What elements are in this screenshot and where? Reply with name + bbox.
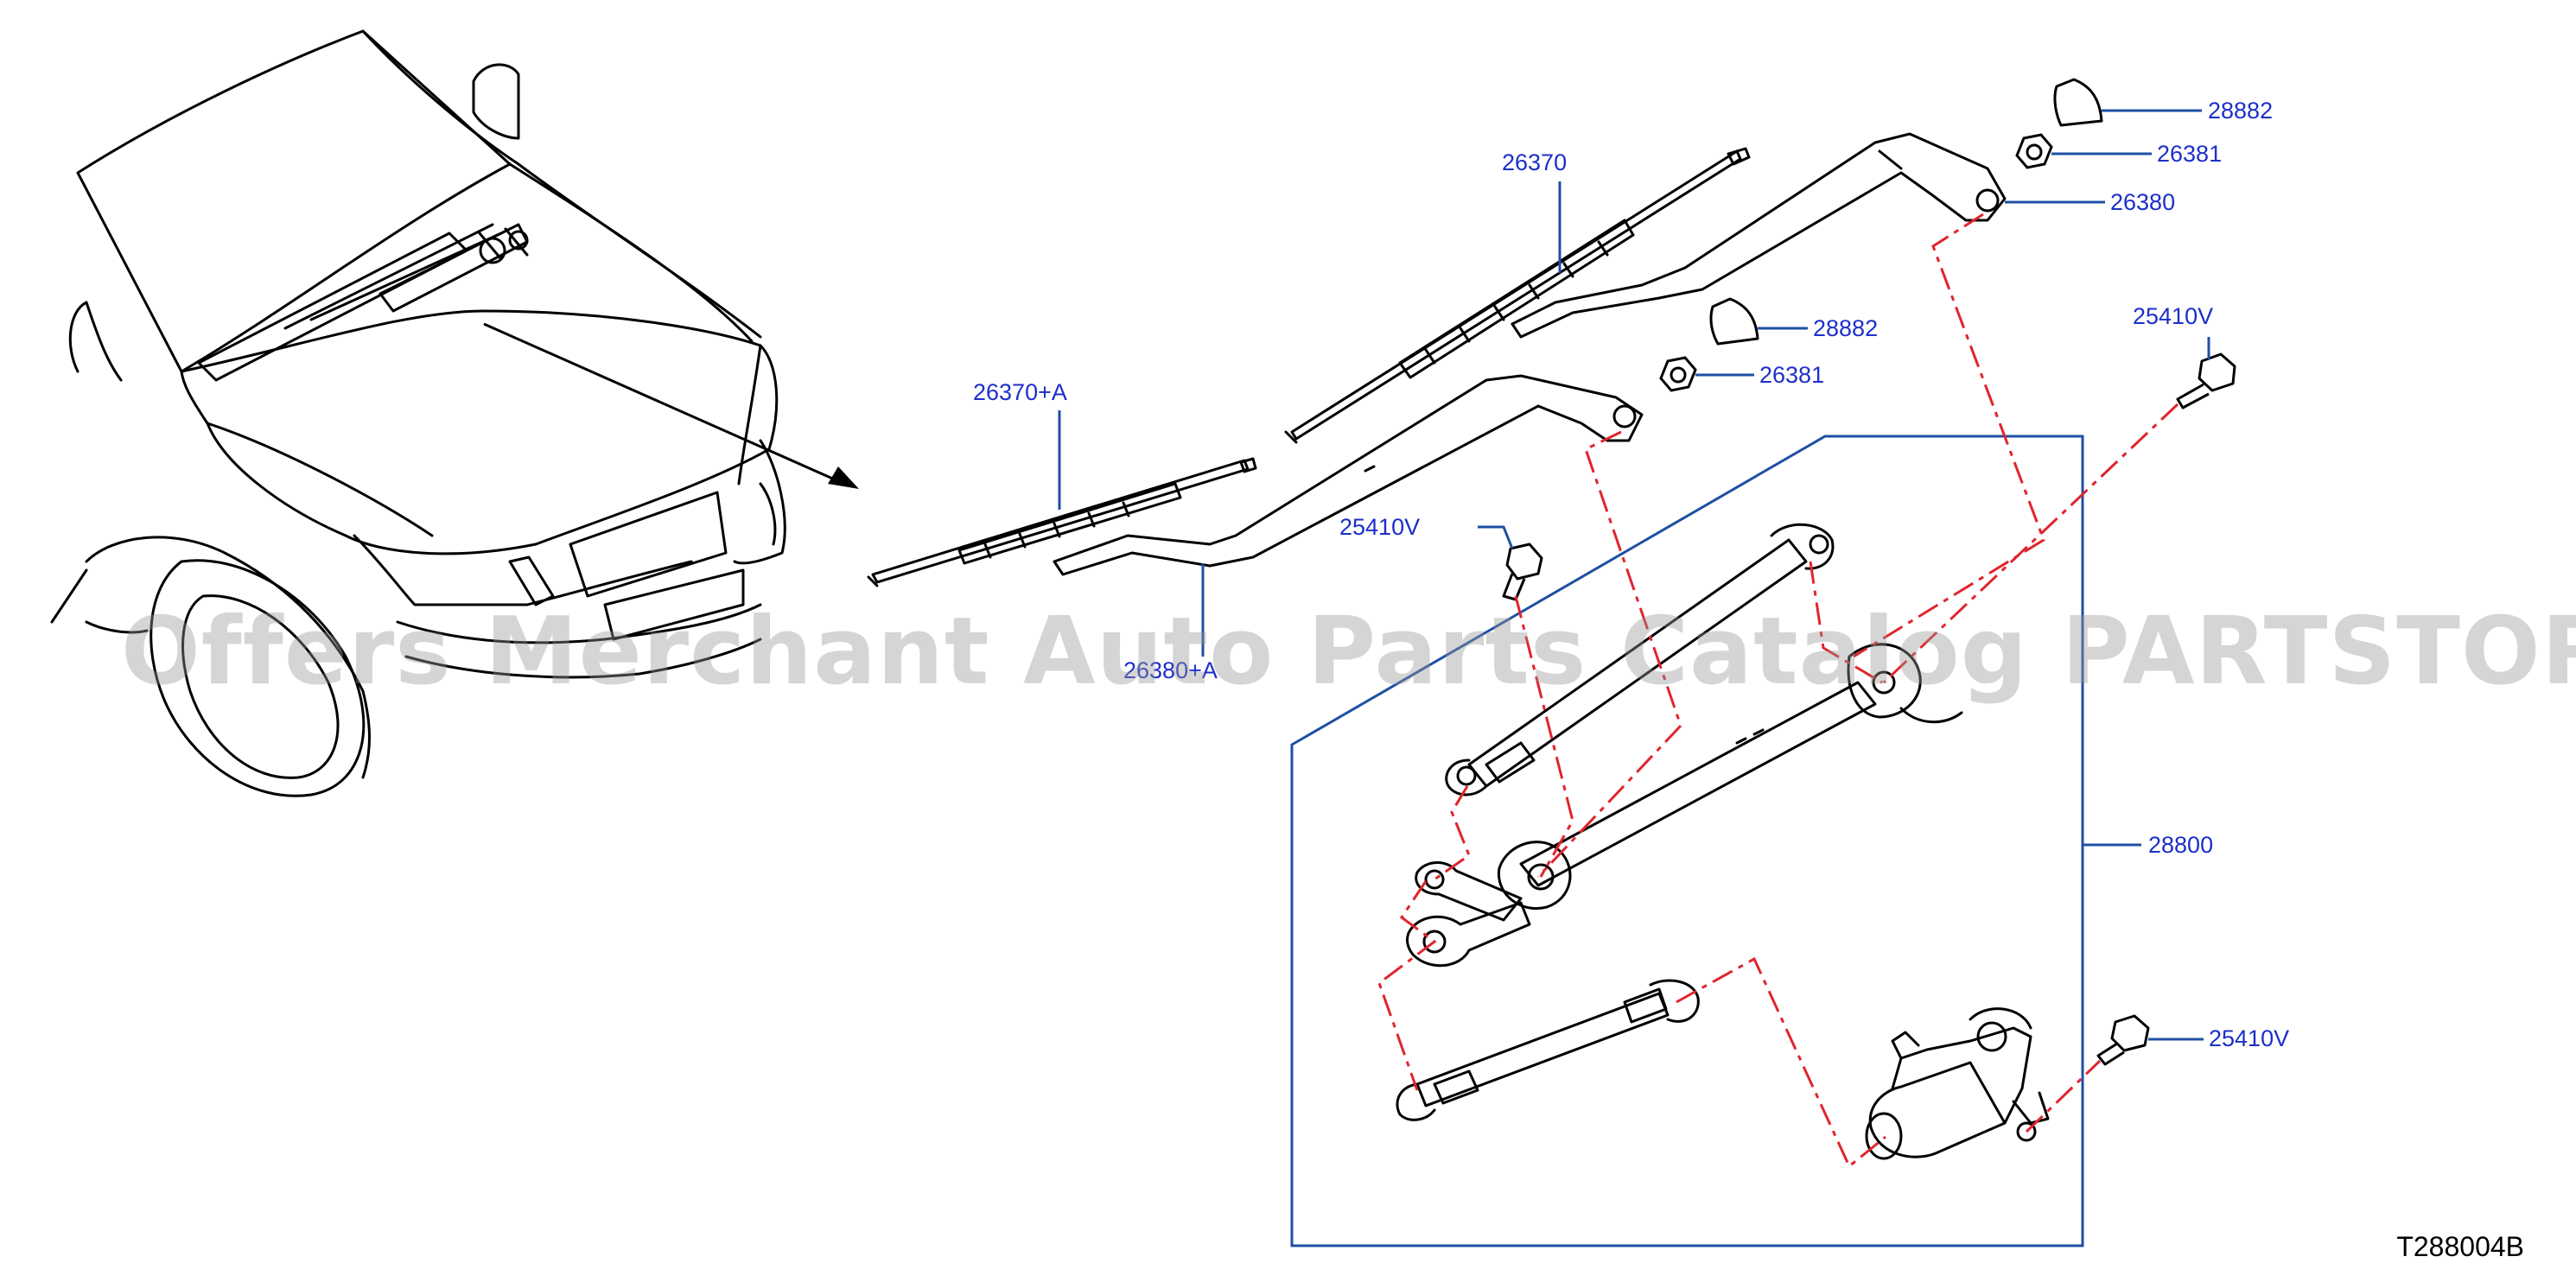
- callout-26381-mid: 26381: [1759, 362, 1825, 388]
- bolt-25410v-bottom: [2096, 1014, 2150, 1066]
- callout-26380a: 26380+A: [1123, 657, 1218, 683]
- nut-26381-top: [2015, 133, 2053, 169]
- assembly-frame: [1290, 435, 2084, 1247]
- wiper-arm-26380: [1511, 132, 2007, 339]
- wiper-blade-26370: [1284, 147, 1751, 444]
- cap-28882-top: [2053, 78, 2103, 127]
- nut-26381-mid: [1659, 356, 1697, 392]
- callout-26370: 26370: [1502, 149, 1568, 175]
- pointer-arrow: [483, 322, 859, 489]
- callout-25410v-mid: 25410V: [1339, 514, 1421, 540]
- linkage-assembly-28800: [1396, 523, 1963, 1121]
- callout-26380: 26380: [2110, 189, 2176, 215]
- wiper-blade-26370a: [867, 457, 1257, 587]
- callout-28800: 28800: [2148, 832, 2214, 858]
- callout-25410v-right: 25410V: [2133, 303, 2214, 329]
- callout-26370a: 26370+A: [973, 379, 1067, 405]
- wiper-motor: [1865, 1007, 2050, 1160]
- callout-25410v-bottom: 25410V: [2209, 1025, 2290, 1051]
- vehicle-overview: [50, 29, 786, 797]
- callout-28882-top: 28882: [2208, 98, 2274, 124]
- cap-28882-mid: [1709, 297, 1759, 346]
- wiper-arm-26380a: [1053, 374, 1644, 576]
- callout-28882-mid: 28882: [1813, 315, 1879, 341]
- bolt-25410v-right: [2176, 352, 2236, 409]
- leader-lines: [1058, 109, 2210, 1041]
- bolt-25410v-mid: [1502, 543, 1543, 601]
- diagram-reference-code: T288004B: [2396, 1231, 2524, 1262]
- callout-26381-top: 26381: [2157, 141, 2223, 167]
- alignment-lines: [1377, 213, 2179, 1169]
